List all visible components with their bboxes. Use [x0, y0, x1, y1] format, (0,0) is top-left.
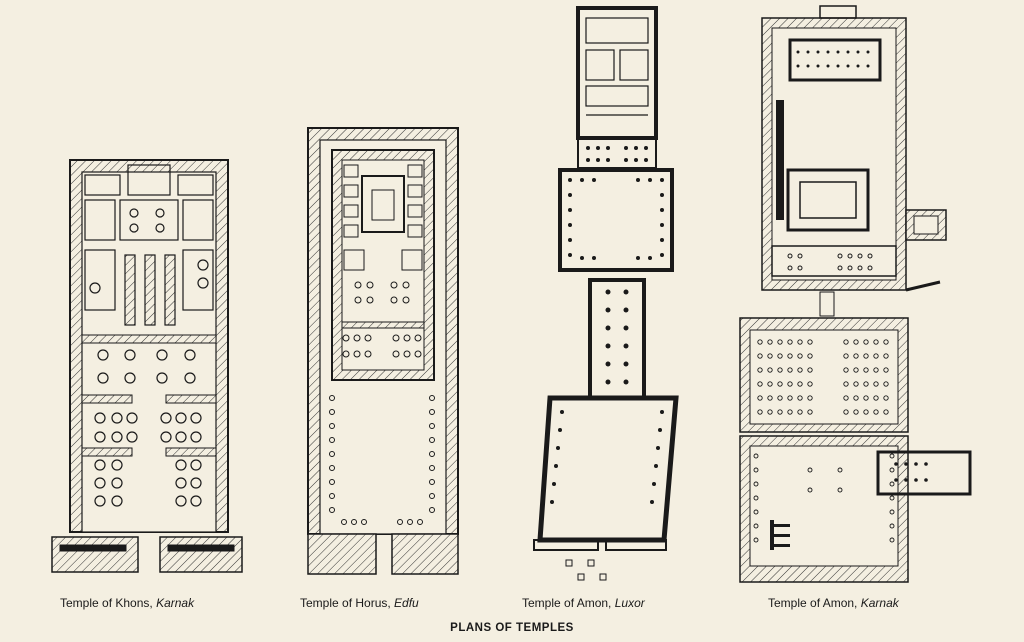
caption-name: Temple of Amon, — [768, 596, 858, 610]
amon-karnak-temple-plan — [739, 5, 972, 583]
caption-name: Temple of Khons, — [60, 596, 153, 610]
caption-amon-luxor: Temple of Amon, Luxor — [522, 596, 645, 610]
caption-name: Temple of Amon, — [522, 596, 612, 610]
caption-name: Temple of Horus, — [300, 596, 391, 610]
caption-site: Karnak — [860, 596, 899, 610]
plate-title: PLANS OF TEMPLES — [450, 622, 574, 634]
khons-temple-plan — [51, 159, 243, 573]
amon-luxor-temple-plan — [533, 6, 679, 581]
caption-site: Edfu — [394, 596, 419, 610]
caption-site: Luxor — [614, 596, 645, 610]
caption-khons-karnak: Temple of Khons, Karnak — [60, 596, 194, 610]
caption-site: Karnak — [156, 596, 195, 610]
caption-horus-edfu: Temple of Horus, Edfu — [300, 596, 419, 610]
caption-amon-karnak: Temple of Amon, Karnak — [768, 596, 899, 610]
horus-temple-plan — [307, 127, 459, 575]
